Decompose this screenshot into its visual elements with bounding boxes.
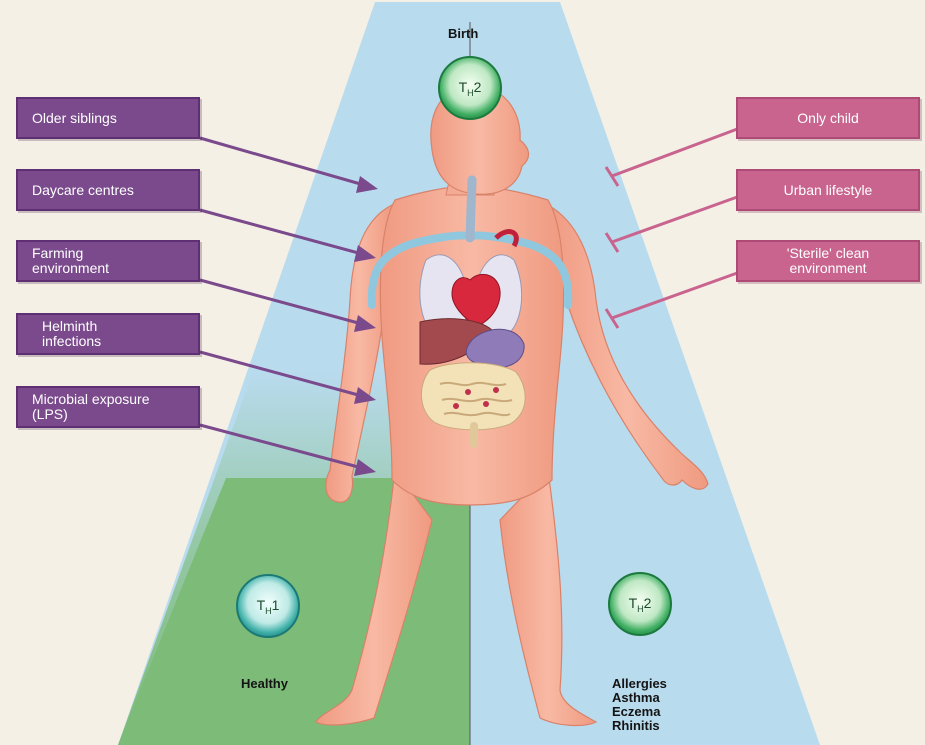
factor-sterile-environment: 'Sterile' clean environment [736, 240, 920, 282]
factor-urban-lifestyle: Urban lifestyle [736, 169, 920, 211]
rhinitis-label: Rhinitis [612, 718, 660, 734]
inhibitor-only-child [612, 128, 740, 176]
birth-label: Birth [448, 26, 478, 42]
factor-farming-environment: Farming environment [16, 240, 200, 282]
factor-older-siblings: Older siblings [16, 97, 200, 139]
cell-label-top: TH2 [440, 79, 500, 98]
cell-label-bottom-left: TH1 [238, 597, 298, 616]
factor-daycare-centres: Daycare centres [16, 169, 200, 211]
factor-helminth-infections: Helminth infections [16, 313, 200, 355]
factor-only-child: Only child [736, 97, 920, 139]
factor-microbial-exposure: Microbial exposure (LPS) [16, 386, 200, 428]
healthy-label: Healthy [241, 676, 288, 692]
cell-label-bottom-right: TH2 [610, 595, 670, 614]
